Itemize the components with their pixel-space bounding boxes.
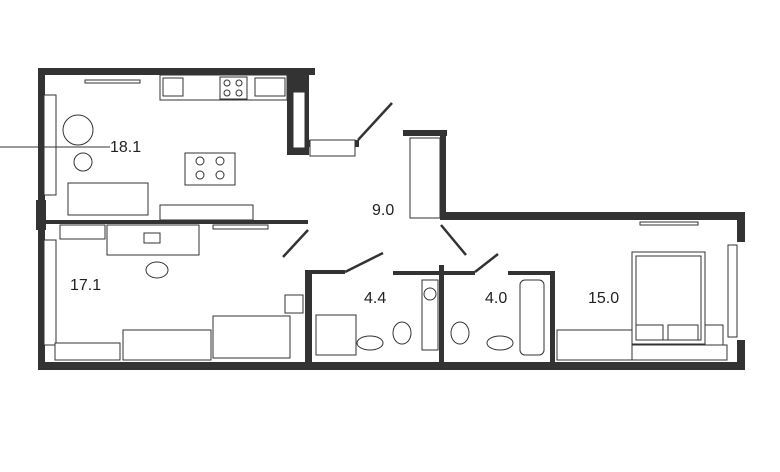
hall-furniture [409, 137, 441, 219]
doors [282, 102, 499, 274]
study-furniture [54, 224, 304, 361]
windows [43, 94, 738, 346]
area-label-bedroom: 15.0 [588, 290, 619, 307]
area-label-bathroom-2: 4.0 [485, 290, 507, 307]
area-label-hall: 9.0 [372, 202, 394, 219]
bath-fixtures [315, 279, 545, 356]
area-label-study: 17.1 [70, 277, 101, 294]
area-label-living-kitchen: 18.1 [110, 139, 141, 156]
bedroom-furniture [556, 221, 728, 361]
area-labels: 18.1 9.0 17.1 4.4 4.0 15.0 [70, 139, 619, 307]
area-label-bathroom-1: 4.4 [364, 290, 386, 307]
kitchen-furniture [62, 74, 356, 221]
